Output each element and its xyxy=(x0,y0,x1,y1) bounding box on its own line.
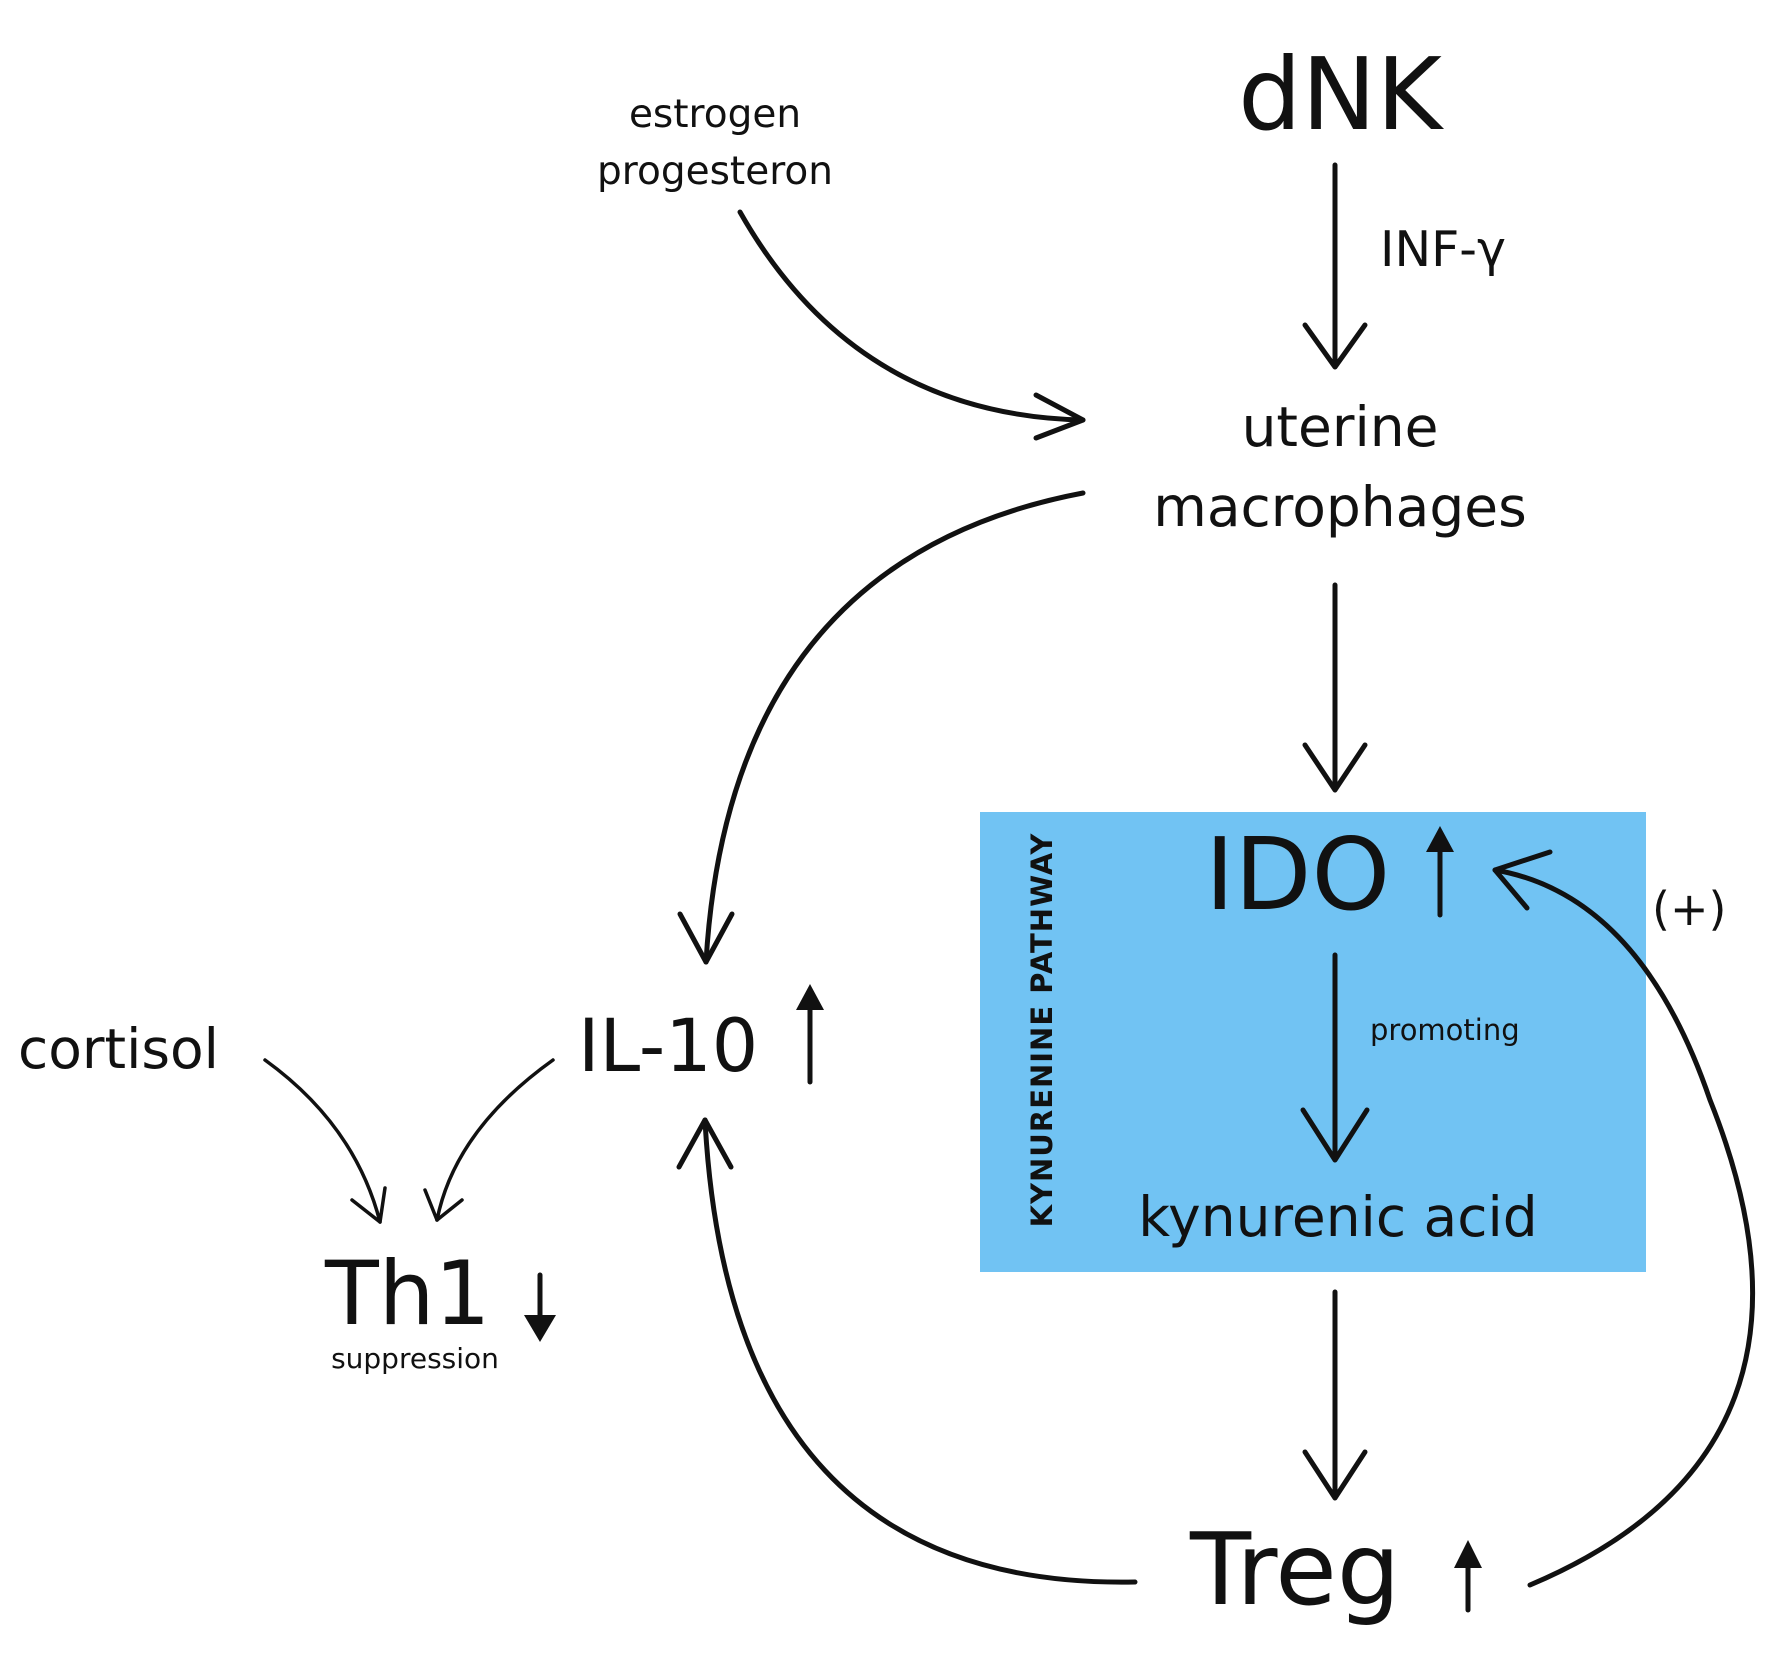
il10-node: IL-10 xyxy=(578,1004,759,1089)
kynurenine-pathway-box xyxy=(980,812,1646,1272)
uterine-label: uterine xyxy=(1241,395,1439,459)
arrow-kynurenic-to-treg xyxy=(1302,1289,1368,1501)
progesteron-label: progesteron xyxy=(597,149,833,194)
arrow-treg-to-il10 xyxy=(676,1117,1138,1585)
arrow-macrophages-to-ido xyxy=(1302,582,1368,793)
suppression-label: suppression xyxy=(331,1342,499,1375)
th1-node: Th1 xyxy=(325,1242,491,1345)
treg-up-arrow-icon xyxy=(1454,1540,1482,1613)
macrophages-label: macrophages xyxy=(1153,475,1527,539)
arrow-cortisol-to-th1 xyxy=(263,1058,387,1224)
arrow-ido-to-kynurenic xyxy=(1300,952,1370,1163)
ido-node: IDO xyxy=(1205,816,1391,933)
arrow-il10-to-th1 xyxy=(423,1058,555,1222)
kynurenic-acid-node: kynurenic acid xyxy=(1138,1185,1538,1249)
cortisol-node: cortisol xyxy=(18,1017,219,1081)
positive-feedback-label: (+) xyxy=(1652,882,1727,936)
th1-down-arrow-icon xyxy=(524,1272,556,1342)
arrow-hormones-to-macrophages xyxy=(737,209,1086,441)
il10-up-arrow-icon xyxy=(796,984,824,1085)
promoting-label: promoting xyxy=(1370,1013,1520,1047)
estrogen-label: estrogen xyxy=(628,92,802,137)
inf-gamma-label: INF-γ xyxy=(1380,221,1506,278)
treg-node: Treg xyxy=(1190,1511,1401,1628)
arrow-treg-to-ido xyxy=(1492,849,1756,1588)
arrow-macrophages-to-il10 xyxy=(677,490,1086,965)
dnk-node: dNK xyxy=(1238,36,1442,153)
arrow-dnk-to-macrophages xyxy=(1302,162,1368,370)
ido-up-arrow-icon xyxy=(1426,826,1454,918)
